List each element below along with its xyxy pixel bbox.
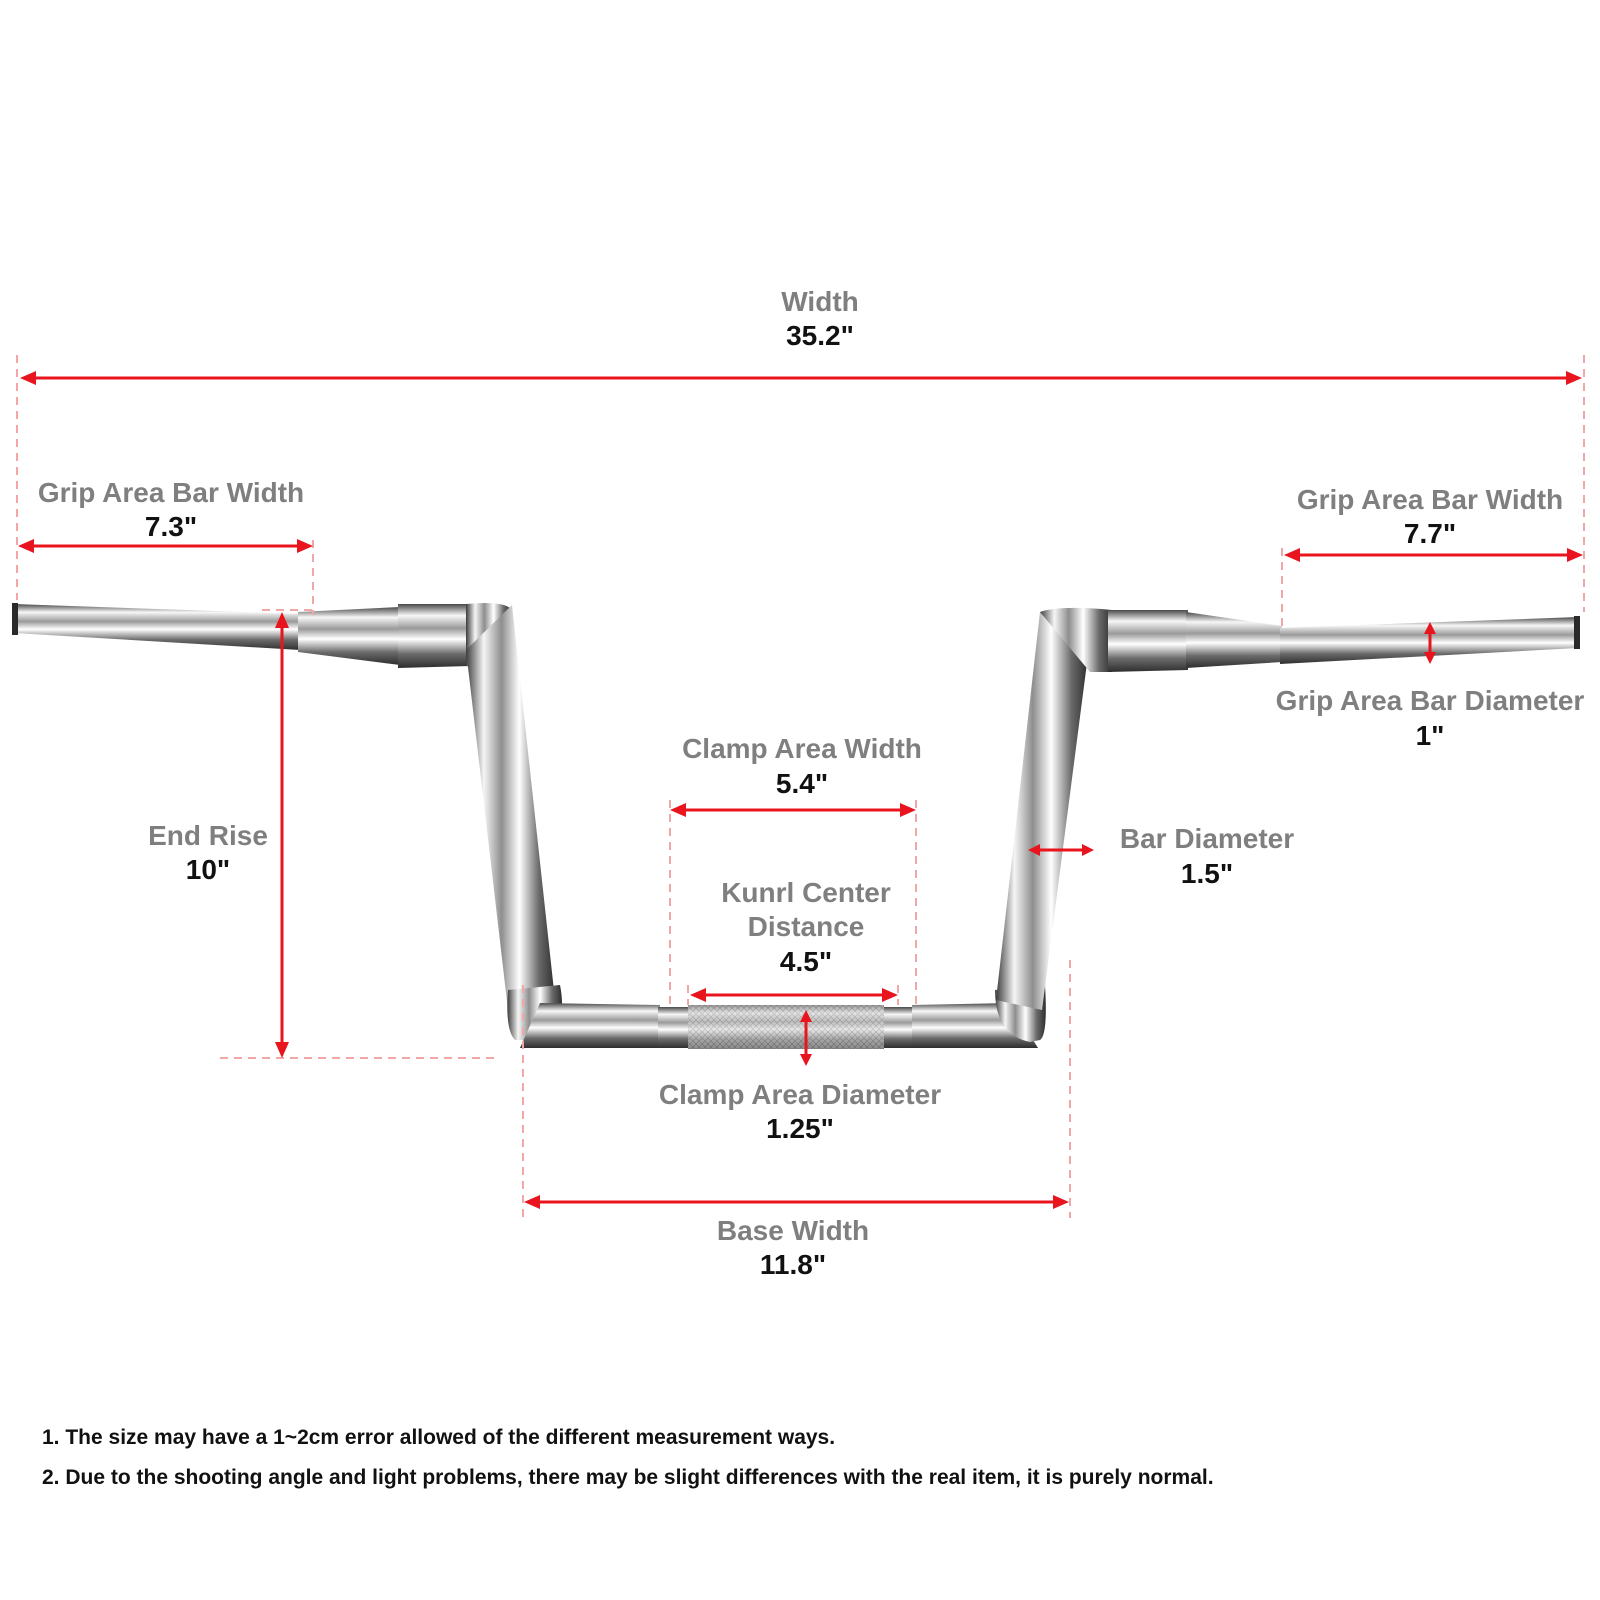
- note-shooting-angle: 2. Due to the shooting angle and light p…: [42, 1466, 1214, 1489]
- grip-diameter-label: Grip Area Bar Diameter: [1276, 685, 1585, 716]
- bar-diameter-arrowhead-right: [1082, 844, 1094, 856]
- grip-left-value: 7.3": [145, 511, 197, 542]
- width-label: Width: [781, 286, 859, 317]
- width-arrowhead-left: [20, 371, 36, 385]
- dimension-arrows: [18, 371, 1583, 1209]
- clamp-width-arrowhead-left: [670, 803, 686, 817]
- bar-diameter-label: Bar Diameter: [1120, 823, 1294, 854]
- right-riser: [996, 612, 1088, 1010]
- knurl-center-label-line1: Kunrl Center: [721, 877, 891, 908]
- handlebar: [12, 603, 1580, 1049]
- right-grip-step: [1186, 612, 1282, 668]
- right-bar-end: [1574, 616, 1580, 649]
- grip-right-label: Grip Area Bar Width: [1297, 484, 1563, 515]
- note-measurement-error: 1. The size may have a 1~2cm error allow…: [42, 1426, 836, 1449]
- grip-diameter-arrowhead-top: [1424, 622, 1436, 634]
- width-arrowhead-right: [1566, 371, 1582, 385]
- grip-diameter-arrowhead-bottom: [1424, 652, 1436, 664]
- grip-diameter-value: 1": [1416, 720, 1445, 751]
- clamp-width-label: Clamp Area Width: [682, 733, 922, 764]
- clamp-width-arrowhead-right: [900, 803, 916, 817]
- right-elbow: [1040, 607, 1112, 672]
- knurl-center-label-line2: Distance: [748, 911, 865, 942]
- width-value: 35.2": [786, 320, 854, 351]
- end-rise-value: 10": [186, 854, 230, 885]
- knurl-shading: [688, 1005, 884, 1049]
- knurl-center-value: 4.5": [780, 946, 832, 977]
- bar-diameter-value: 1.5": [1181, 858, 1233, 889]
- left-grip-step: [298, 607, 400, 665]
- knurl-arrowhead-left: [690, 988, 706, 1002]
- base-width-value: 11.8": [760, 1249, 826, 1280]
- base-width-label: Base Width: [717, 1215, 869, 1246]
- base-width-arrowhead-left: [524, 1195, 540, 1209]
- knurl-arrowhead-right: [882, 988, 898, 1002]
- grip-left-arrowhead-right: [297, 539, 313, 553]
- left-bar-end: [12, 603, 18, 635]
- left-sleeve: [398, 604, 470, 668]
- end-rise-label: End Rise: [148, 820, 268, 851]
- grip-left-label: Grip Area Bar Width: [38, 477, 304, 508]
- clamp-diameter-value: 1.25": [766, 1113, 834, 1144]
- left-clamp-tube: [520, 1003, 660, 1048]
- left-grip-tube: [14, 604, 300, 650]
- clamp-width-value: 5.4": [776, 768, 828, 799]
- left-riser: [466, 605, 555, 1010]
- grip-right-arrowhead-right: [1567, 548, 1583, 562]
- clamp-diameter-arrowhead-top: [800, 1010, 812, 1022]
- clamp-diameter-label: Clamp Area Diameter: [659, 1079, 941, 1110]
- bar-diameter-arrowhead-left: [1028, 844, 1040, 856]
- right-knurl-collar: [884, 1007, 914, 1048]
- base-width-arrowhead-right: [1053, 1195, 1069, 1209]
- grip-right-arrowhead-left: [1284, 548, 1300, 562]
- grip-right-value: 7.7": [1404, 518, 1456, 549]
- end-rise-arrowhead-bottom: [275, 1042, 289, 1058]
- right-sleeve: [1108, 610, 1188, 672]
- clamp-diameter-arrowhead-bottom: [800, 1054, 812, 1066]
- left-knurl-collar: [658, 1007, 688, 1048]
- guide-lines: [16, 355, 1585, 1218]
- grip-left-arrowhead-left: [18, 539, 34, 553]
- end-rise-arrowhead-top: [275, 612, 289, 628]
